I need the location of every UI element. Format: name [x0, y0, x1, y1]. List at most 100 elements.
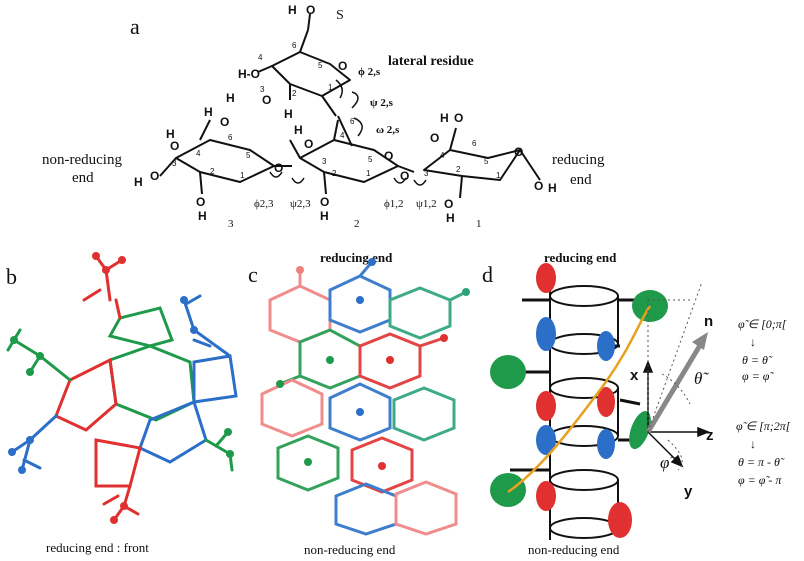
svg-text:4: 4 [196, 149, 201, 158]
svg-text:H: H [226, 91, 235, 105]
svg-text:O: O [430, 131, 439, 145]
panel-c-letter: c [248, 262, 258, 287]
rule1-cond: φ̃ ∈ [0;π[ [738, 317, 788, 331]
rule2-cond: φ̃ ∈ [π;2π[ [736, 419, 792, 433]
angle-psi2s: ψ 2,s [370, 97, 393, 109]
svg-text:5: 5 [318, 61, 323, 70]
svg-text:H: H [320, 209, 329, 223]
svg-text:O: O [384, 149, 393, 163]
ring-label-2: 2 [354, 218, 360, 230]
helix-path [507, 305, 652, 494]
panel-b-letter: b [6, 264, 17, 289]
svg-text:6: 6 [350, 117, 355, 126]
svg-text:O: O [220, 115, 229, 129]
axis-n-label: n [704, 313, 713, 330]
svg-text:2: 2 [456, 165, 461, 174]
panel-d-letter: d [482, 262, 493, 287]
ring-label-3: 3 [228, 218, 234, 230]
svg-text:O: O [400, 169, 409, 183]
b-atoms [8, 252, 234, 524]
rule1-theta: θ = θ̃ [742, 353, 773, 367]
svg-text:O: O [454, 111, 463, 125]
lateral-residue-label: lateral residue [388, 54, 474, 69]
svg-text:6: 6 [228, 133, 233, 142]
svg-text:H: H [294, 123, 303, 137]
svg-text:H: H [446, 211, 455, 225]
svg-text:H: H [288, 3, 297, 17]
ring-label-1: 1 [476, 218, 482, 230]
svg-text:O: O [306, 3, 315, 17]
svg-text:O: O [444, 197, 453, 211]
svg-text:O: O [338, 59, 347, 73]
disk-6 [549, 517, 619, 539]
svg-text:6: 6 [472, 139, 477, 148]
svg-text:4: 4 [340, 131, 345, 140]
svg-text:O: O [262, 93, 271, 107]
svg-text:2: 2 [210, 167, 215, 176]
b-ring-red [54, 357, 118, 432]
axis-x-label: x [630, 367, 639, 384]
svg-text:1: 1 [328, 83, 333, 92]
svg-text:1: 1 [496, 171, 501, 180]
svg-text:1: 1 [366, 169, 371, 178]
svg-text:H: H [166, 127, 175, 141]
svg-text:2: 2 [292, 89, 297, 98]
panel-a-letter: a [130, 14, 140, 39]
svg-text:O: O [320, 195, 329, 209]
rule1-phi: φ = φ̃ [742, 369, 774, 383]
svg-text:H: H [198, 209, 207, 223]
svg-text:O: O [304, 137, 313, 151]
angle-psi12: ψ1,2 [416, 198, 437, 210]
svg-text:H-O: H-O [238, 67, 260, 81]
disk-1 [549, 285, 619, 307]
svg-text:O: O [196, 195, 205, 209]
angle-phi12: ϕ1,2 [384, 198, 404, 210]
svg-text:3: 3 [322, 157, 327, 166]
svg-text:6: 6 [292, 41, 297, 50]
svg-text:3: 3 [260, 85, 265, 94]
svg-text:O: O [170, 139, 179, 153]
svg-text:3: 3 [172, 159, 177, 168]
svg-text:2: 2 [332, 169, 337, 178]
b-ring-blue [138, 399, 208, 464]
svg-text:5: 5 [246, 151, 251, 160]
svg-text:H: H [134, 175, 143, 189]
panel-c-bottom-caption: non-reducing end [304, 542, 396, 557]
rule2-theta: θ = π - θ̃ [738, 455, 785, 469]
reducing-label-1: reducing [552, 152, 605, 168]
axis-y-label: y [684, 483, 693, 500]
b-ring-green-top [107, 306, 174, 348]
svg-text:O: O [274, 161, 283, 175]
svg-text:H: H [204, 105, 213, 119]
reducing-label-2: end [570, 172, 592, 188]
svg-text:4: 4 [258, 53, 263, 62]
svg-text:3: 3 [424, 169, 429, 178]
svg-text:H: H [548, 181, 557, 195]
angle-psi23: ψ2,3 [290, 198, 311, 210]
angle-phi2s: ϕ 2,s [358, 66, 381, 78]
rule1-arrow: ↓ [750, 335, 756, 349]
theta-tilde-label: θ̃ [694, 369, 709, 388]
svg-text:H: H [284, 107, 293, 121]
svg-text:1: 1 [240, 171, 245, 180]
svg-text:O: O [150, 169, 159, 183]
disk-5 [549, 469, 619, 491]
non-reducing-label-2: end [72, 170, 94, 186]
svg-text:O: O [514, 145, 523, 159]
d-balls [490, 263, 668, 538]
panel-d-bottom-caption: non-reducing end [528, 542, 620, 557]
angle-phi23: ϕ2,3 [254, 198, 274, 210]
angle-omega2s: ω 2,s [376, 124, 400, 136]
s-label: S [336, 8, 344, 23]
svg-text:5: 5 [484, 157, 489, 166]
svg-text:4: 4 [440, 151, 445, 160]
panel-d-top-caption: reducing end [544, 250, 617, 265]
axis-z-label: z [706, 427, 714, 444]
rule2-phi: φ = φ̃ - π [738, 473, 782, 487]
rule2-arrow: ↓ [750, 437, 756, 451]
panel-b-caption: reducing end : front [46, 540, 149, 555]
c-atoms [276, 258, 470, 470]
